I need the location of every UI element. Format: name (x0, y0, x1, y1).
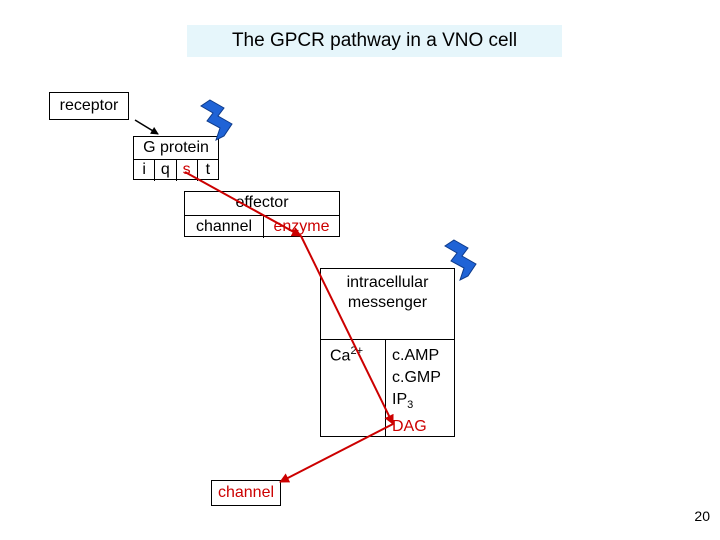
messenger-list: c.AMP c.GMP IP3 DAG (392, 345, 441, 438)
g-protein-box: G protein i q s t (133, 136, 219, 181)
page-title: The GPCR pathway in a VNO cell (187, 25, 562, 57)
lightning-icon (200, 99, 233, 141)
subunit-s: s (175, 160, 197, 181)
messenger-label-line2: messenger (347, 294, 428, 311)
messenger-dag: DAG (392, 418, 427, 436)
messenger-camp: c.AMP (392, 347, 440, 364)
arrow-enzyme-to-dag (300, 235, 394, 425)
effector-box: effector channel enzyme (184, 191, 340, 238)
messenger-label-line1: intracellular (346, 274, 429, 291)
subunit-q: q (154, 160, 175, 181)
arrow-receptor-to-gprotein (134, 119, 159, 135)
g-protein-label: G protein (143, 139, 209, 156)
subunit-t: t (196, 160, 218, 181)
arrow-dag-to-channel (279, 423, 394, 483)
messenger-box: intracellular messenger Ca2+ c.AMP c.GMP… (320, 268, 455, 437)
messenger-label: intracellular messenger (321, 273, 454, 313)
page-number: 20 (694, 508, 710, 524)
subunit-i: i (142, 161, 146, 178)
receptor-box: receptor (49, 92, 129, 120)
lightning-icon (444, 239, 477, 281)
effector-channel: channel (185, 216, 264, 238)
messenger-cgmp: c.GMP (392, 369, 441, 386)
channel-box: channel (211, 480, 281, 506)
effector-enzyme: enzyme (273, 218, 330, 235)
messenger-ip3: IP3 (392, 391, 414, 412)
arrow-subunit-s-to-enzyme (184, 171, 302, 237)
